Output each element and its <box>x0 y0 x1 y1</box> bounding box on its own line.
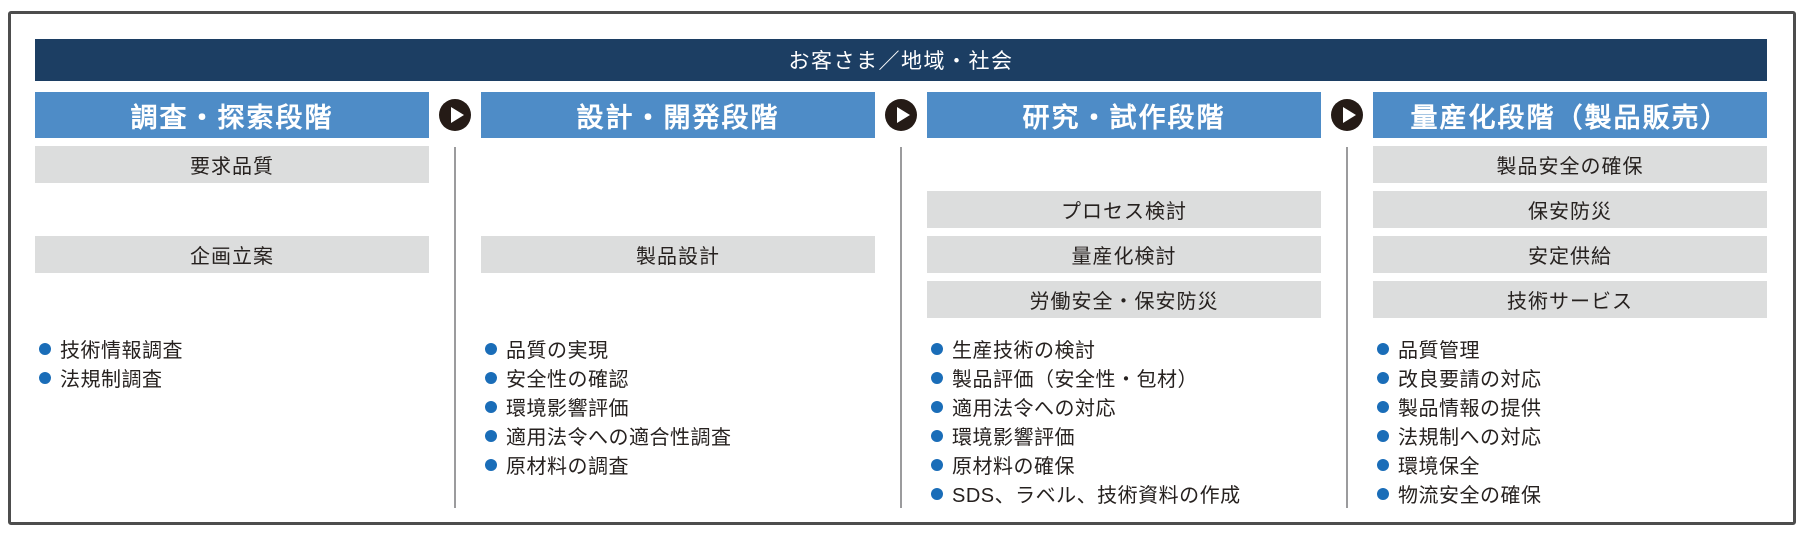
process-box: 労働安全・保安防災 <box>927 281 1321 318</box>
activity-bullet-item: 製品情報の提供 <box>1377 392 1767 421</box>
next-stage-arrow-icon <box>885 99 917 131</box>
column-divider <box>900 147 902 508</box>
activity-bullet-item: 原材料の確保 <box>931 450 1321 479</box>
process-box: 技術サービス <box>1373 281 1767 318</box>
bullet-dot-icon <box>1377 487 1389 500</box>
bullet-dot-icon <box>1377 458 1389 471</box>
bullet-dot-icon <box>931 342 943 355</box>
activity-bullet-item: SDS、ラベル、技術資料の作成 <box>931 479 1321 508</box>
activity-bullet-label: 環境影響評価 <box>952 427 1075 449</box>
activity-bullet-item: 原材料の調査 <box>485 450 875 479</box>
activity-bullet-label: 安全性の確認 <box>506 369 629 391</box>
column-divider <box>454 147 456 508</box>
bullet-dot-icon <box>485 429 497 442</box>
activity-bullet-label: SDS、ラベル、技術資料の作成 <box>952 485 1241 507</box>
bullet-dot-icon <box>485 342 497 355</box>
activity-bullet-list: 品質管理改良要請の対応製品情報の提供法規制への対応環境保全物流安全の確保 <box>1377 334 1767 508</box>
activity-bullet-item: 適用法令への対応 <box>931 392 1321 421</box>
activity-bullet-item: 生産技術の検討 <box>931 334 1321 363</box>
activity-bullet-label: 原材料の確保 <box>952 456 1075 478</box>
bullet-dot-icon <box>1377 342 1389 355</box>
stage-title: 設計・開発段階 <box>576 102 780 133</box>
activity-bullet-item: 技術情報調査 <box>39 334 429 363</box>
activity-bullet-item: 製品評価（安全性・包材） <box>931 363 1321 392</box>
process-box: 要求品質 <box>35 146 429 183</box>
activity-bullet-item: 法規制調査 <box>39 363 429 392</box>
stage-title: 量産化段階（製品販売） <box>1410 102 1730 133</box>
activity-bullet-label: 品質の実現 <box>506 340 609 362</box>
stage-header-survey-exploration: 調査・探索段階 <box>35 92 429 138</box>
bullet-dot-icon <box>931 400 943 413</box>
activity-bullet-list: 生産技術の検討製品評価（安全性・包材） 適用法令への対応環境影響評価原材料の確保 S… <box>931 334 1321 508</box>
bullet-dot-icon <box>485 371 497 384</box>
play-triangle-icon <box>1342 107 1356 123</box>
column-survey-exploration-stage: 調査・探索段階 要求品質企画立案 技術情報調査法規制調査 <box>35 0 429 535</box>
column-divider <box>1346 147 1348 508</box>
activity-bullet-label: 改良要請の対応 <box>1398 369 1542 391</box>
stage-header-mass-production: 量産化段階（製品販売） <box>1373 92 1767 138</box>
next-stage-arrow-icon <box>439 99 471 131</box>
stage-header-research-prototype: 研究・試作段階 <box>927 92 1321 138</box>
bullet-dot-icon <box>485 400 497 413</box>
activity-bullet-label: 適用法令への適合性調査 <box>506 427 732 449</box>
play-triangle-icon <box>450 107 464 123</box>
bullet-dot-icon <box>1377 371 1389 384</box>
activity-bullet-label: 法規制への対応 <box>1398 427 1542 449</box>
play-triangle-icon <box>896 107 910 123</box>
process-box: 保安防災 <box>1373 191 1767 228</box>
activity-bullet-label: 技術情報調査 <box>60 340 183 362</box>
activity-bullet-item: 品質の実現 <box>485 334 875 363</box>
activity-bullet-item: 環境影響評価 <box>931 421 1321 450</box>
activity-bullet-label: 製品情報の提供 <box>1398 398 1542 420</box>
bullet-dot-icon <box>931 487 943 500</box>
activity-bullet-label: 適用法令への対応 <box>952 398 1116 420</box>
activity-bullet-item: 品質管理 <box>1377 334 1767 363</box>
column-research-prototype-stage: 研究・試作段階 プロセス検討量産化検討労働安全・保安防災 生産技術の検討製品評価… <box>927 0 1321 535</box>
activity-bullet-list: 品質の実現安全性の確認環境影響評価適用法令への適合性調査原材料の調査 <box>485 334 875 479</box>
activity-bullet-item: 適用法令への適合性調査 <box>485 421 875 450</box>
column-design-development-stage: 設計・開発段階 製品設計 品質の実現安全性の確認環境影響評価適用法令への適合性調… <box>481 0 875 535</box>
banner-customers-society: お客さま／地域・社会 <box>35 39 1767 81</box>
bullet-dot-icon <box>1377 429 1389 442</box>
process-box: 製品安全の確保 <box>1373 146 1767 183</box>
activity-bullet-label: 品質管理 <box>1398 340 1480 362</box>
bullet-dot-icon <box>931 429 943 442</box>
bullet-dot-icon <box>931 458 943 471</box>
bullet-dot-icon <box>39 342 51 355</box>
activity-bullet-label: 原材料の調査 <box>506 456 629 478</box>
bullet-dot-icon <box>39 371 51 384</box>
activity-bullet-item: 環境保全 <box>1377 450 1767 479</box>
diagram-border <box>8 11 1796 525</box>
process-box: プロセス検討 <box>927 191 1321 228</box>
stage-title: 研究・試作段階 <box>1022 102 1226 133</box>
process-box: 安定供給 <box>1373 236 1767 273</box>
next-stage-arrow-icon <box>1331 99 1363 131</box>
activity-bullet-label: 環境保全 <box>1398 456 1480 478</box>
process-box: 量産化検討 <box>927 236 1321 273</box>
process-box: 企画立案 <box>35 236 429 273</box>
activity-bullet-label: 生産技術の検討 <box>952 340 1096 362</box>
stage-header-design-development: 設計・開発段階 <box>481 92 875 138</box>
column-mass-production-stage: 量産化段階（製品販売） 製品安全の確保保安防災安定供給技術サービス 品質管理改良… <box>1373 0 1767 535</box>
stage-title: 調査・探索段階 <box>130 102 334 133</box>
activity-bullet-item: 安全性の確認 <box>485 363 875 392</box>
process-box: 製品設計 <box>481 236 875 273</box>
activity-bullet-item: 改良要請の対応 <box>1377 363 1767 392</box>
activity-bullet-label: 環境影響評価 <box>506 398 629 420</box>
bullet-dot-icon <box>931 371 943 384</box>
activity-bullet-label: 法規制調査 <box>60 369 163 391</box>
bullet-dot-icon <box>485 458 497 471</box>
bullet-dot-icon <box>1377 400 1389 413</box>
banner-label: お客さま／地域・社会 <box>788 50 1014 73</box>
activity-bullet-item: 物流安全の確保 <box>1377 479 1767 508</box>
activity-bullet-list: 技術情報調査法規制調査 <box>39 334 429 392</box>
activity-bullet-label: 物流安全の確保 <box>1398 485 1542 507</box>
activity-bullet-item: 法規制への対応 <box>1377 421 1767 450</box>
activity-bullet-item: 環境影響評価 <box>485 392 875 421</box>
activity-bullet-label: 製品評価（安全性・包材） <box>952 369 1198 391</box>
